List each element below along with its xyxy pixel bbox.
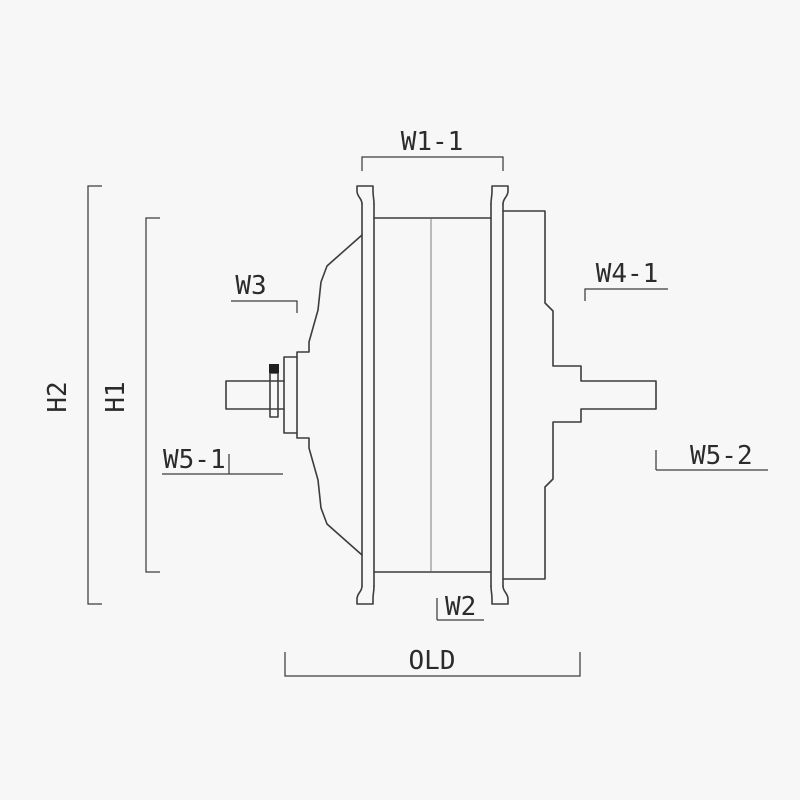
dim-line-w5-1 [162,454,283,475]
dim-line-w4-1 [584,288,668,301]
left-cover-and-axle [225,234,363,556]
left-cover-top-outline [296,234,363,358]
right-cover-outline [502,210,657,580]
dim-label-w5-1: W5-1 [163,445,226,475]
dim-label-h2: H2 [43,381,73,412]
dim-line-old [284,652,581,677]
dimension-w5-2: W5-2 [655,441,768,471]
axle-washer [269,372,279,418]
dimension-w3: W3 [231,271,298,313]
dimension-w5-1: W5-1 [162,445,283,475]
left-axle [225,380,285,410]
dim-label-w5-2: W5-2 [690,441,753,471]
dim-label-w2: W2 [445,592,476,622]
flange-tip-bottom-left [356,585,375,605]
axle-collar [283,356,298,434]
dimension-h1: H1 [101,217,160,573]
dim-label-w3: W3 [235,271,266,301]
dim-label-w4-1: W4-1 [596,259,659,289]
left-cover-bottom-outline [296,432,363,556]
dim-line-h1 [145,217,160,573]
dim-label-old: OLD [409,646,456,676]
hub-shell [356,185,509,605]
dim-line-w5-2 [655,450,768,471]
dimension-h2: H2 [43,185,102,605]
dim-line-w3 [231,300,298,313]
flange-tip-top-right [490,185,509,205]
dimension-w4-1: W4-1 [584,259,668,301]
dim-line-w2 [436,598,484,621]
right-cover-and-axle [502,210,657,580]
flange-tip-top-left [356,185,375,205]
dim-line-w1-1 [361,156,504,171]
dimension-old: OLD [284,646,581,677]
dim-label-h1: H1 [101,381,131,412]
keyway-block [269,364,279,373]
flange-tip-bottom-right [490,585,509,605]
dimension-w2: W2 [436,592,484,622]
dim-line-h2 [87,185,102,605]
dim-label-w1-1: W1-1 [401,127,464,157]
dimension-w1-1: W1-1 [361,127,504,171]
